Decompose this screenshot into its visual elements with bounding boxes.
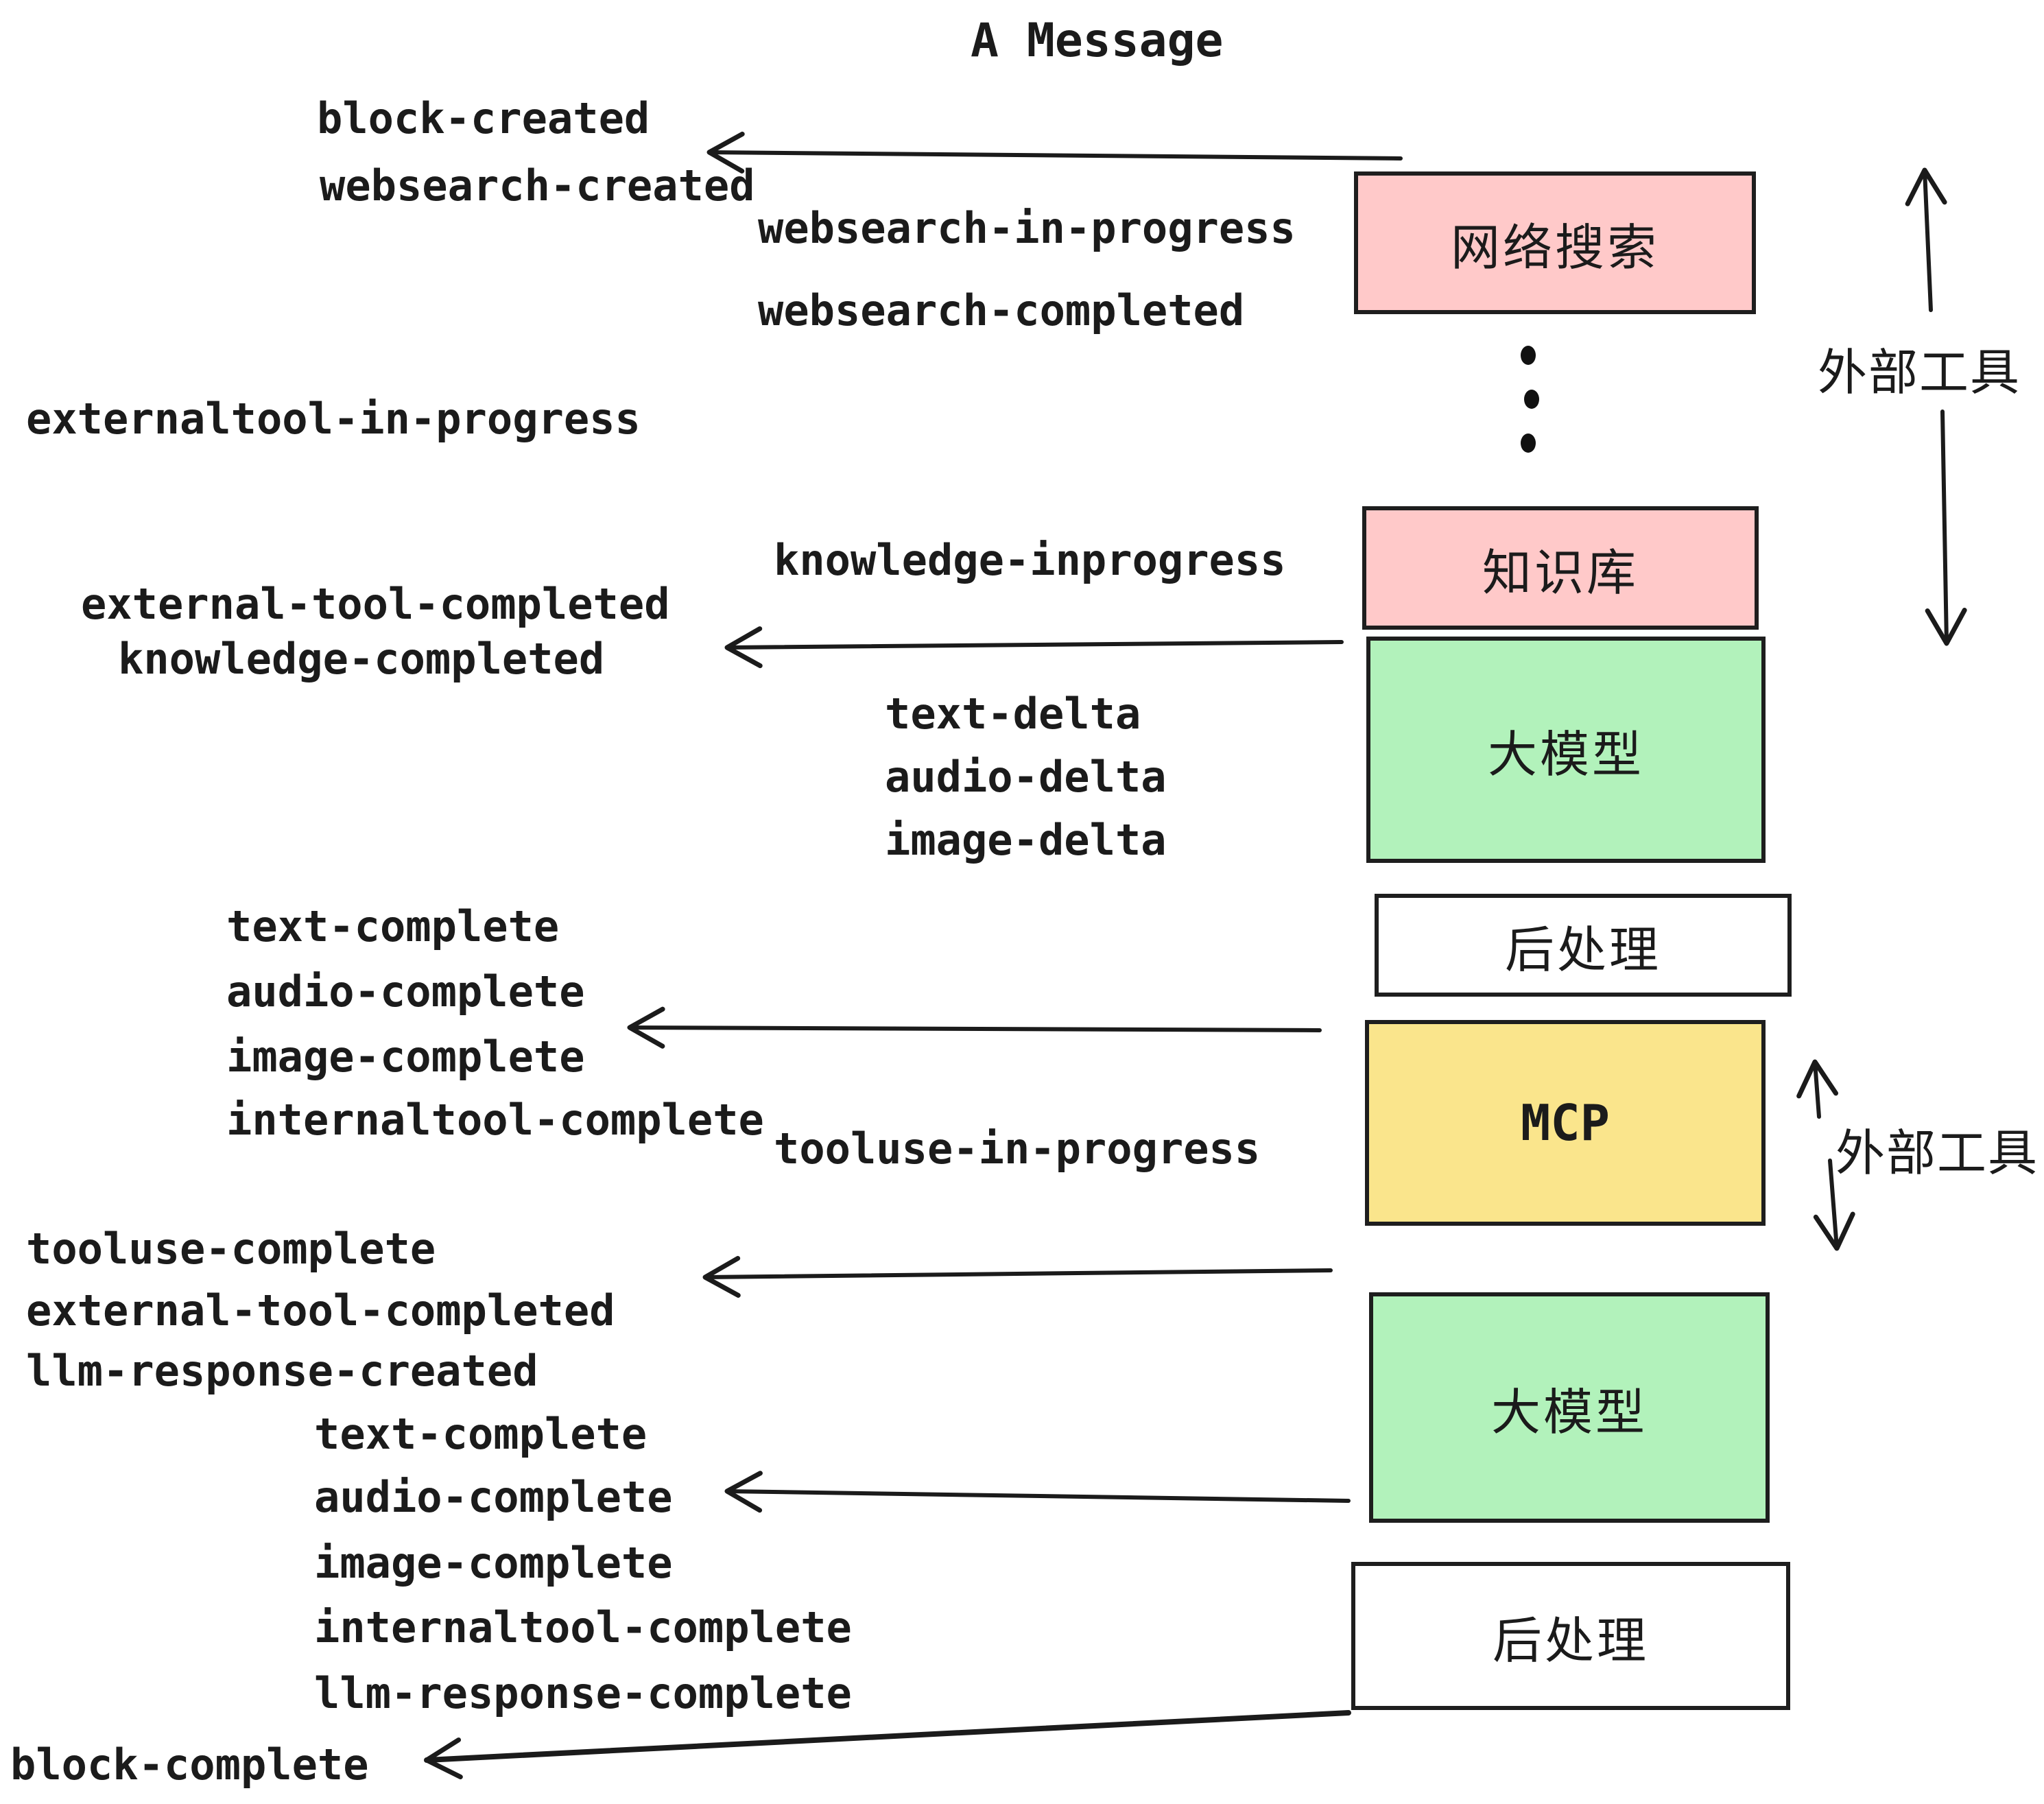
label-image-delta-1: image-delta: [885, 815, 1167, 865]
box-web-search: 网络搜索: [1354, 171, 1756, 314]
label-tooluse-complete: tooluse-complete: [26, 1224, 436, 1274]
arrow-external-tools-bottom-down: [1813, 1159, 1855, 1251]
label-text-complete-1: text-complete: [226, 901, 560, 951]
label-websearch-in-progress: websearch-in-progress: [758, 203, 1296, 253]
arrow-image-complete: [627, 1006, 1322, 1049]
box-mcp: MCP: [1365, 1020, 1766, 1226]
box-llm-1: 大模型: [1366, 637, 1766, 863]
box-mcp-label: MCP: [1520, 1094, 1611, 1152]
label-image-complete-2: image-complete: [314, 1538, 673, 1588]
annotation-external-tools-top: 外部工具: [1818, 346, 2021, 401]
arrow-external-tools-top-up: [1905, 167, 1947, 312]
label-block-created: block-created: [317, 93, 650, 143]
box-postprocess-1-label: 后处理: [1504, 923, 1661, 978]
label-knowledge-inprogress: knowledge-inprogress: [774, 535, 1286, 585]
arrow-audio-complete: [724, 1471, 1351, 1513]
label-internaltool-complete-1: internaltool-complete: [226, 1095, 764, 1145]
label-block-complete: block-complete: [10, 1740, 369, 1790]
box-web-search-label: 网络搜索: [1450, 220, 1659, 276]
arrow-external-tools-bottom-up: [1796, 1059, 1839, 1119]
arrow-websearch-created: [706, 131, 1403, 174]
label-internaltool-complete-2: internaltool-complete: [314, 1602, 852, 1652]
label-external-tool-completed-2: external-tool-completed: [26, 1285, 615, 1336]
label-websearch-created: websearch-created: [320, 161, 755, 211]
diagram-title: A Message: [971, 14, 1224, 68]
label-external-tool-completed: external-tool-completed: [81, 579, 670, 629]
label-audio-complete-2: audio-complete: [314, 1472, 673, 1522]
label-text-delta-1: text-delta: [885, 689, 1141, 739]
label-tooluse-in-progress: tooluse-in-progress: [774, 1124, 1261, 1174]
annotation-external-tools-bottom: 外部工具: [1835, 1126, 2039, 1181]
label-websearch-completed: websearch-completed: [758, 285, 1245, 335]
label-text-complete-2: text-complete: [314, 1409, 647, 1459]
box-llm-1-label: 大模型: [1487, 727, 1644, 783]
label-audio-delta-1: audio-delta: [885, 752, 1167, 802]
label-llm-response-created: llm-response-created: [26, 1346, 538, 1396]
label-audio-complete-1: audio-complete: [226, 966, 585, 1017]
box-knowledge-base: 知识库: [1362, 506, 1759, 630]
box-knowledge-base-label: 知识库: [1482, 545, 1639, 601]
box-postprocess-1: 后处理: [1375, 894, 1792, 997]
label-llm-response-complete: llm-response-complete: [314, 1668, 852, 1718]
label-knowledge-completed: knowledge-completed: [118, 634, 605, 684]
ellipsis-dots-icon: [1521, 346, 1539, 453]
box-llm-2: 大模型: [1369, 1292, 1770, 1523]
arrow-block-complete: [424, 1710, 1351, 1780]
box-postprocess-2-label: 后处理: [1492, 1613, 1649, 1669]
arrow-tooluse-complete: [702, 1255, 1333, 1298]
box-llm-2-label: 大模型: [1490, 1385, 1648, 1440]
arrow-external-tools-top-down: [1925, 410, 1967, 646]
arrow-knowledge-completed: [724, 626, 1344, 669]
label-externaltool-in-progress: externaltool-in-progress: [26, 394, 641, 444]
label-image-complete-1: image-complete: [226, 1032, 585, 1082]
box-postprocess-2: 后处理: [1351, 1562, 1790, 1710]
